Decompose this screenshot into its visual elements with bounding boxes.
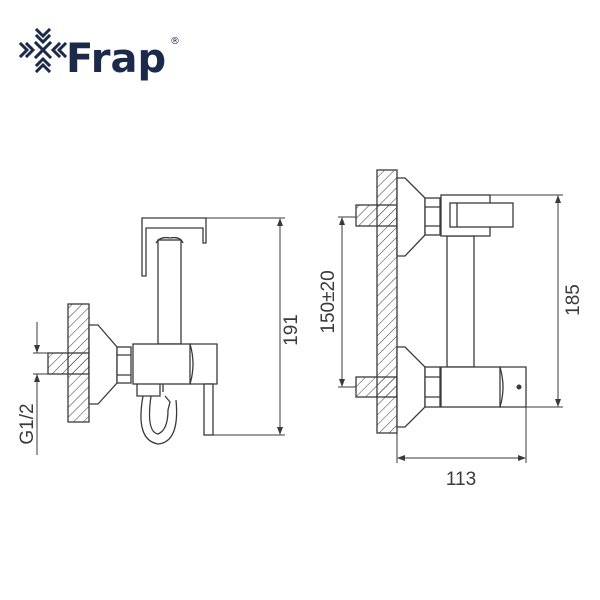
upper-nut (424, 197, 441, 236)
lower-cap (499, 366, 527, 408)
lever-base (189, 343, 218, 385)
lower-flange (396, 346, 426, 428)
lever (203, 383, 214, 436)
lower-body (440, 366, 501, 408)
shower-mixer-side-view: 185 150±20 113 (318, 169, 584, 490)
mixer-body (132, 343, 191, 385)
dimension-191: 191 (281, 314, 302, 346)
bidet-mixer-side-view: 191 G1/2 (17, 217, 302, 455)
registered-mark: ® (170, 36, 180, 47)
wall-section (376, 169, 398, 434)
lower-pipe-stub (355, 376, 398, 398)
hose (140, 395, 178, 445)
lower-nut (424, 366, 441, 408)
sprayer-head (141, 217, 207, 277)
upper-pipe-stub (355, 204, 398, 227)
indicator-dot (516, 384, 522, 390)
upper-handle (449, 202, 514, 228)
hose-connector (136, 384, 164, 397)
snowflake-icon (18, 27, 68, 74)
dimension-150: 150±20 (318, 270, 339, 333)
brand-name: Frap (66, 36, 166, 82)
dimension-thread: G1/2 (17, 403, 38, 444)
dimension-185: 185 (563, 284, 584, 316)
upper-flange (396, 177, 426, 257)
shower-pipe (446, 235, 475, 368)
nut (116, 346, 132, 384)
frap-logo: Frap ® (18, 27, 180, 82)
sprayer-pipe (157, 239, 182, 345)
pipe-stub (47, 352, 90, 375)
dimension-113: 113 (446, 469, 476, 490)
flange (88, 324, 118, 405)
